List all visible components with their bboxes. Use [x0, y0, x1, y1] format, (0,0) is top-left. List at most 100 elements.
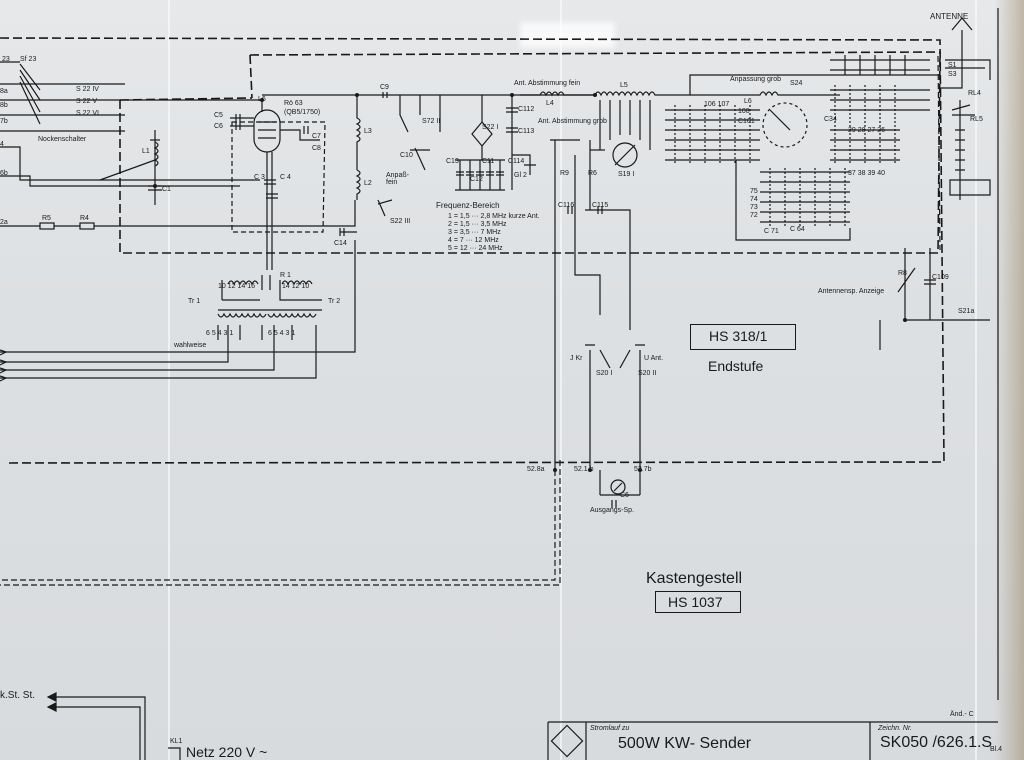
label-qb: (QB5/1750) [284, 109, 321, 116]
label-s20i: S20 I [596, 370, 613, 377]
label-c9: C9 [380, 84, 389, 91]
label-jkr: J Kr [570, 355, 583, 362]
label-c6-output: C6 [620, 492, 629, 499]
paper-edge-shadow [994, 0, 1024, 760]
node-52-8a: 52.8a [527, 466, 545, 473]
label-l6b: L6 [744, 98, 752, 105]
label-s1: S1 [948, 62, 957, 69]
label-s24: S24 [790, 80, 803, 87]
label-netz: Netz 220 V ~ [186, 744, 268, 760]
label-r9: R9 [560, 170, 569, 177]
hs1037-box: HS 1037 [655, 591, 741, 613]
light-glare [520, 22, 615, 48]
label-nockenschalter: Nockenschalter [38, 136, 87, 143]
label-c106-107: 106 107 [704, 101, 730, 108]
label-anpassung-grob: Anpassung grob [730, 76, 781, 83]
label-l5: L5 [620, 82, 628, 89]
label-s20ii: S20 II [638, 370, 657, 377]
nums-29-26: 29 28 27 26 [848, 127, 885, 134]
freq-row-4: 4 = 7 ··· 12 MHz [448, 237, 499, 244]
terminal-6b: 6b [0, 170, 8, 177]
label-s72: S72 II [422, 118, 441, 125]
drawing-title: 500W KW- Sender [618, 735, 752, 752]
label-stromlauf: Stromlauf zu [590, 725, 630, 732]
label-r5: R5 [42, 215, 51, 222]
label-c8: C8 [312, 145, 321, 152]
label-s22i: S22 I [482, 124, 499, 131]
label-c7: C7 [312, 133, 321, 140]
sheet-number: Bl.4 [990, 746, 1003, 753]
label-ro63: Rö 63 [284, 100, 303, 107]
label-aend-c: Änd.- C [950, 711, 974, 718]
label-c6: C6 [214, 123, 223, 130]
node-52-7b: 52.7b [634, 466, 652, 473]
label-sf23: Sf 23 [20, 56, 37, 63]
hs318-box: HS 318/1 [690, 324, 796, 350]
terminal-8a: 8a [0, 88, 8, 95]
label-c34: C34 [824, 116, 837, 123]
label-r4: R4 [80, 215, 89, 222]
label-r8: R8 [898, 270, 907, 277]
tr1-bottom-pins: 6 5 4 3 1 [206, 330, 234, 337]
label-kstst: k.St. St. [0, 690, 36, 701]
paper-fold [975, 0, 977, 760]
row-72: 72 [750, 212, 758, 219]
label-endstufe: Endstufe [708, 358, 764, 374]
label-l2: L2 [364, 180, 372, 187]
label-c5: C5 [214, 112, 223, 119]
label-c3: C 3 [254, 174, 265, 181]
label-s22iv: S 22 IV [76, 86, 99, 93]
label-c101: C101 [738, 118, 755, 125]
label-c4: C 4 [280, 174, 291, 181]
freq-row-3: 3 = 3,5 ··· 7 MHz [448, 229, 501, 236]
label-c109: C109 [932, 274, 949, 281]
label-c71: C 71 [764, 228, 779, 235]
label-tr1: Tr 1 [188, 298, 201, 305]
label-s22v: S 22 V [76, 98, 98, 105]
label-uant: U Ant. [644, 355, 664, 362]
label-l6: L6 [258, 96, 266, 103]
label-hs318: HS 318/1 [709, 328, 768, 344]
label-kastengestell: Kastengestell [646, 570, 743, 587]
label-tr2: Tr 2 [328, 298, 341, 305]
label-l4: L4 [546, 100, 554, 107]
label-anpassung-fein: Anpaß-fein [386, 172, 409, 186]
label-c108: 108 [738, 108, 750, 115]
label-zeichn-nr: Zeichn. Nr. [878, 725, 912, 732]
label-c10: C10 [400, 152, 413, 159]
label-hs1037: HS 1037 [668, 594, 723, 610]
label-c12: C12 [470, 176, 483, 183]
label-c116: C116 [558, 202, 575, 209]
freq-row-1: 1 = 1,5 ··· 2,8 MHz kurze Ant. [448, 213, 540, 220]
terminal-4: 4 [0, 141, 4, 148]
row-73: 73 [750, 204, 758, 211]
label-l3: L3 [364, 128, 372, 135]
label-antennensp: Antennensp. Anzeige [818, 288, 885, 295]
label-s22vi: S 22 VI [76, 110, 99, 117]
label-c113: C113 [518, 128, 535, 135]
label-l1: L1 [142, 148, 150, 155]
label-c13: C13 [446, 158, 459, 165]
label-ant-fein: Ant. Abstimmung fein [514, 80, 581, 87]
label-r1: R 1 [280, 272, 291, 279]
tr1-top-pins: 10 12 14 16 [218, 283, 255, 290]
freq-row-2: 2 = 1,5 ··· 3,5 MHz [448, 221, 507, 228]
freq-title: Frequenz-Bereich [436, 201, 500, 210]
label-kl1: KL1 [170, 738, 183, 745]
tr2-top-pins: 14 12 10 [282, 283, 310, 290]
label-rl5: RL5 [970, 116, 983, 123]
label-c114: C114 [508, 158, 525, 165]
label-s22iii: S22 III [390, 218, 411, 225]
label-c1: C1 [162, 186, 171, 193]
label-s3: S3 [948, 71, 957, 78]
label-23: 23 [2, 56, 10, 63]
paper-fold [168, 0, 170, 760]
label-c112: C112 [518, 106, 535, 113]
label-ausgangs-sp: Ausgangs-Sp. [590, 507, 634, 514]
label-c64: C 64 [790, 226, 805, 233]
label-gl2: Gl 2 [514, 172, 527, 179]
label-wahlweise: wahlweise [174, 342, 207, 349]
label-rl4: RL4 [968, 90, 981, 97]
